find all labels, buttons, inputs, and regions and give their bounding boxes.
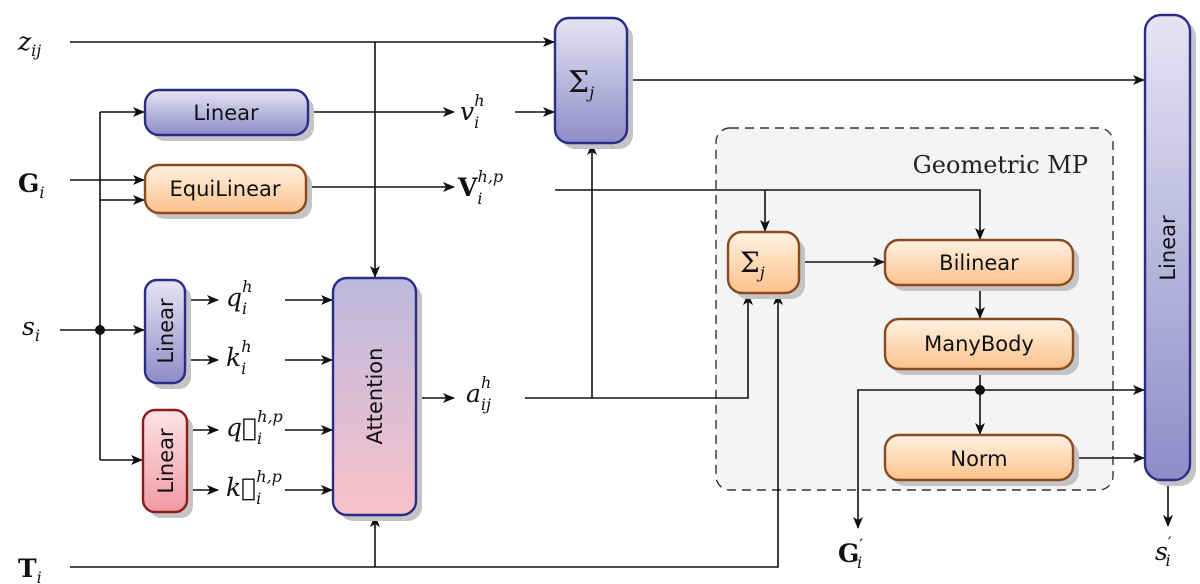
sum-top-box <box>553 16 629 145</box>
linear-qk-box <box>143 278 187 385</box>
intermediate-labels: vih Vih,p qih kih q⃗ih,p k⃗ih,p aijh <box>226 91 503 508</box>
norm-label: Norm <box>950 447 1007 471</box>
input-G: Gi <box>18 169 44 202</box>
linear-qk-vec-label: Linear <box>154 428 178 494</box>
label-kvec: k⃗ih,p <box>226 467 282 508</box>
linear-qk-vec-box <box>141 408 189 514</box>
sum-geo-box <box>726 230 801 295</box>
linear-qk-label: Linear <box>154 298 178 364</box>
input-s: si <box>22 312 40 345</box>
manybody-label: ManyBody <box>924 332 1034 356</box>
bilinear-box <box>883 238 1075 287</box>
geometric-mp-title: Geometric MP <box>913 151 1088 179</box>
input-T: Ti <box>18 554 42 584</box>
label-V: Vih,p <box>457 167 503 208</box>
output-s: s′i <box>1155 533 1172 570</box>
linear-out-label: Linear <box>1156 215 1180 281</box>
input-z: zij <box>17 27 41 60</box>
bilinear-label: Bilinear <box>939 251 1019 275</box>
sum-top-label: Σj <box>568 65 594 102</box>
label-k: kih <box>226 337 252 378</box>
geometric-mp-group <box>715 127 1114 491</box>
sum-geo-label: Σj <box>740 246 765 282</box>
output-G: G′i <box>838 535 863 572</box>
connections <box>60 37 1173 568</box>
label-a: aijh <box>466 373 491 414</box>
attention-box <box>331 276 418 517</box>
equilinear-label: EquiLinear <box>169 177 280 201</box>
norm-box <box>883 433 1075 482</box>
linear-v-label: Linear <box>193 101 259 125</box>
label-qvec: q⃗ih,p <box>226 407 283 448</box>
linear-v-box <box>143 88 310 137</box>
attention-label: Attention <box>363 348 387 445</box>
linear-out-box <box>1143 13 1192 482</box>
equilinear-box <box>143 163 308 215</box>
label-v: vih <box>460 91 485 132</box>
manybody-box <box>883 317 1075 371</box>
label-q: qih <box>226 277 252 318</box>
